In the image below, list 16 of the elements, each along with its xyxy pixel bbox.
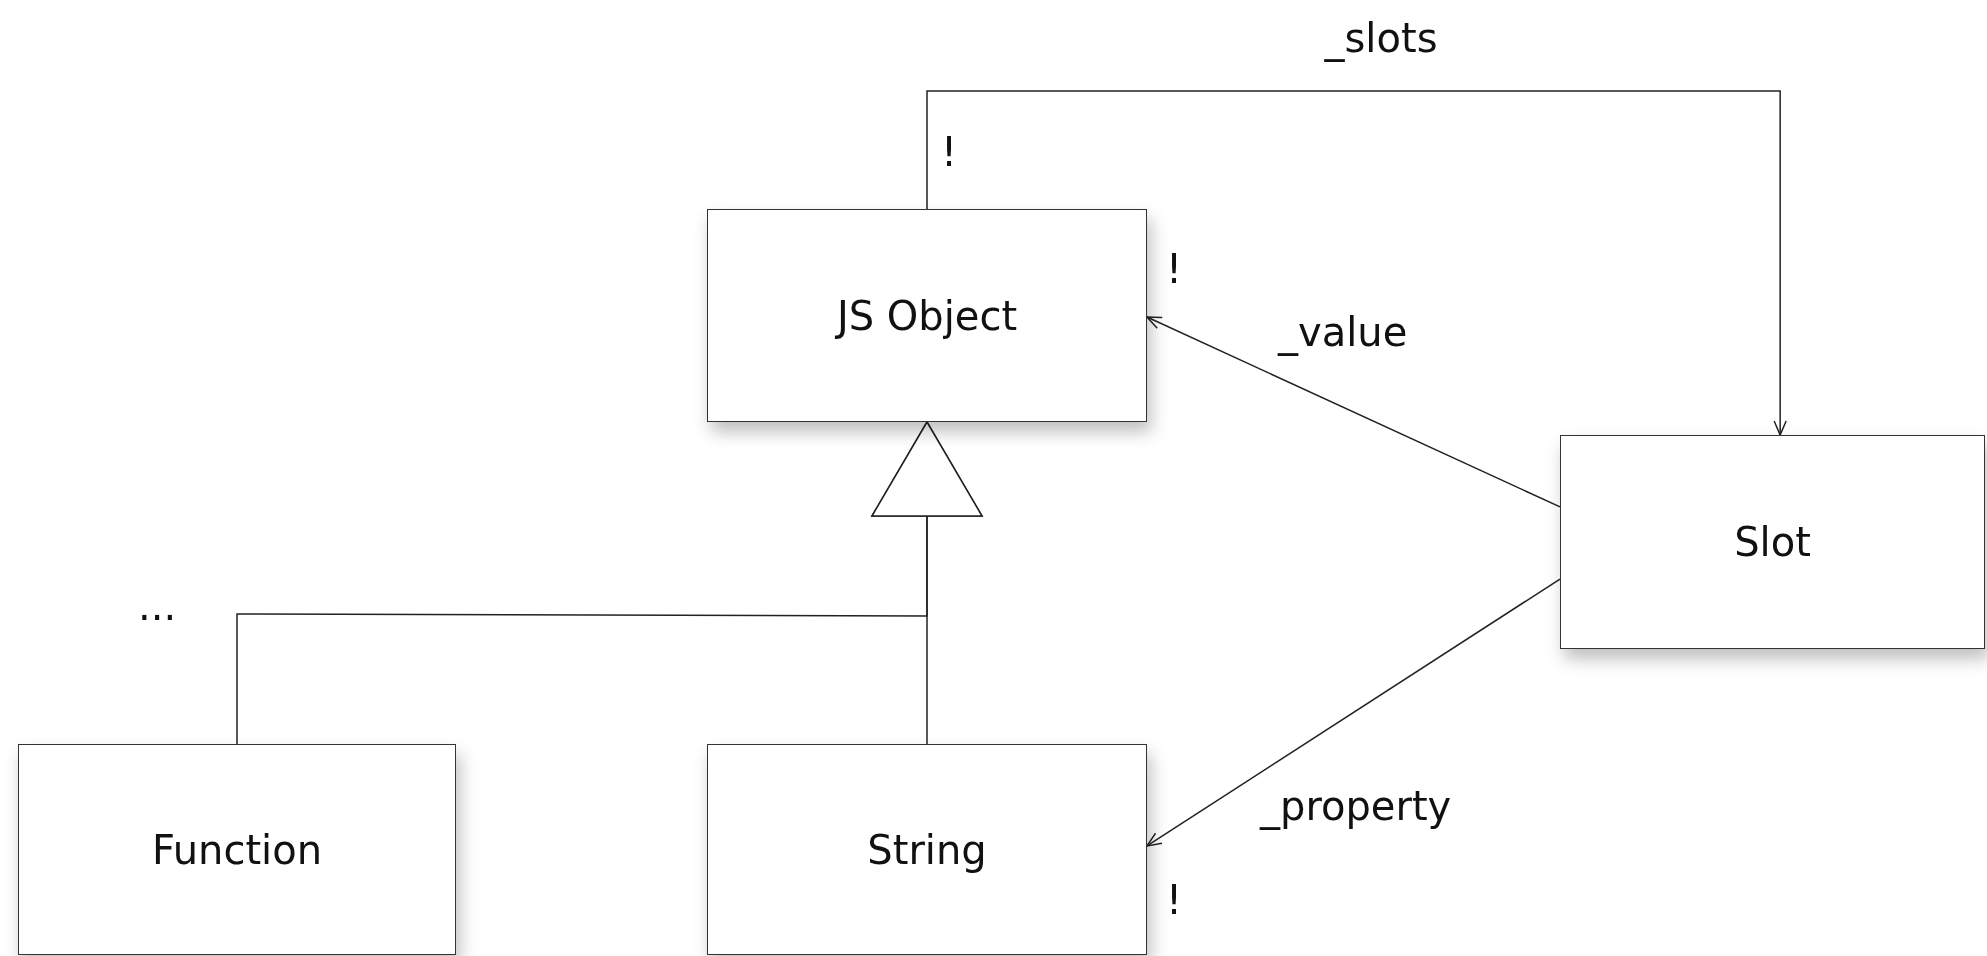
multiplicity-label: ! <box>941 132 958 172</box>
generalization-arrow <box>871 421 983 745</box>
class-name: Function <box>151 826 323 873</box>
class-name: JS Object <box>836 292 1018 339</box>
multiplicity-label: ! <box>1166 249 1183 289</box>
class-box <box>1560 435 1985 649</box>
class-box <box>707 209 1147 422</box>
class-box <box>707 744 1147 955</box>
class-name: Slot <box>1734 519 1811 565</box>
arrow <box>1146 316 1561 508</box>
arrow <box>926 90 1787 436</box>
class-name: String <box>867 826 987 873</box>
multiplicity-label: ! <box>1166 880 1183 920</box>
ellipsis-label: ... <box>138 586 177 626</box>
arrow <box>1146 578 1561 847</box>
class-box <box>18 744 456 955</box>
